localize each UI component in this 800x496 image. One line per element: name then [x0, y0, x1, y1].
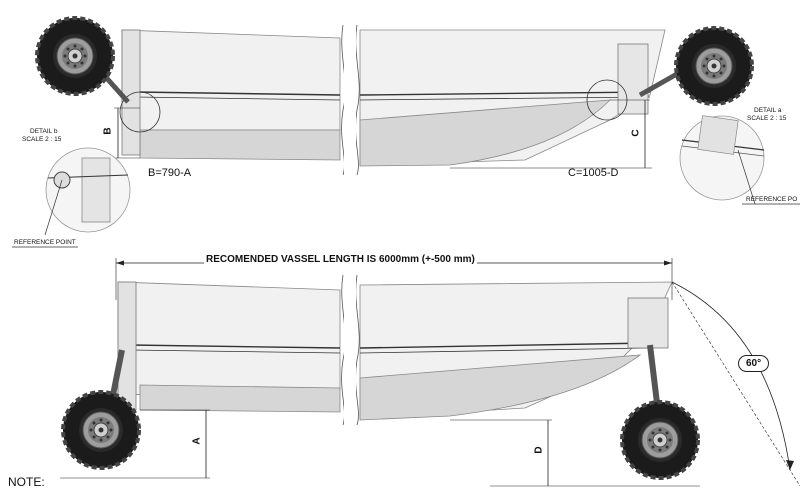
angle-badge: 60° [738, 355, 770, 372]
tire-icon [61, 390, 141, 470]
bottom-hull-drawing [60, 258, 800, 487]
detail-a-scale: SCALE 2 : 15 [747, 115, 787, 122]
note-label: NOTE: [8, 475, 45, 489]
dimension-b-label: B [102, 127, 114, 135]
dimension-c-label: C [630, 129, 642, 137]
top-hull-drawing [35, 16, 754, 180]
length-note: RECOMENDED VASSEL LENGTH IS 6000mm (+-50… [204, 254, 477, 265]
detail-b-view [12, 147, 131, 248]
tire-icon [35, 16, 115, 96]
dimension-d-label: D [533, 446, 545, 454]
tire-icon [620, 400, 700, 480]
detail-a-title: DETAIL a [754, 107, 782, 114]
reference-point-b-label: REFERENCE POINT [14, 239, 76, 246]
formula-b: B=790-A [148, 167, 192, 179]
tire-icon [674, 26, 754, 106]
detail-b-scale: SCALE 2 : 15 [22, 136, 62, 143]
detail-b-title: DETAIL b [30, 128, 58, 135]
formula-c: C=1005-D [568, 167, 619, 179]
dimension-a-label: A [191, 437, 203, 445]
reference-point-a-label: REFERENCE PO [746, 196, 798, 203]
detail-a-view [679, 115, 800, 205]
